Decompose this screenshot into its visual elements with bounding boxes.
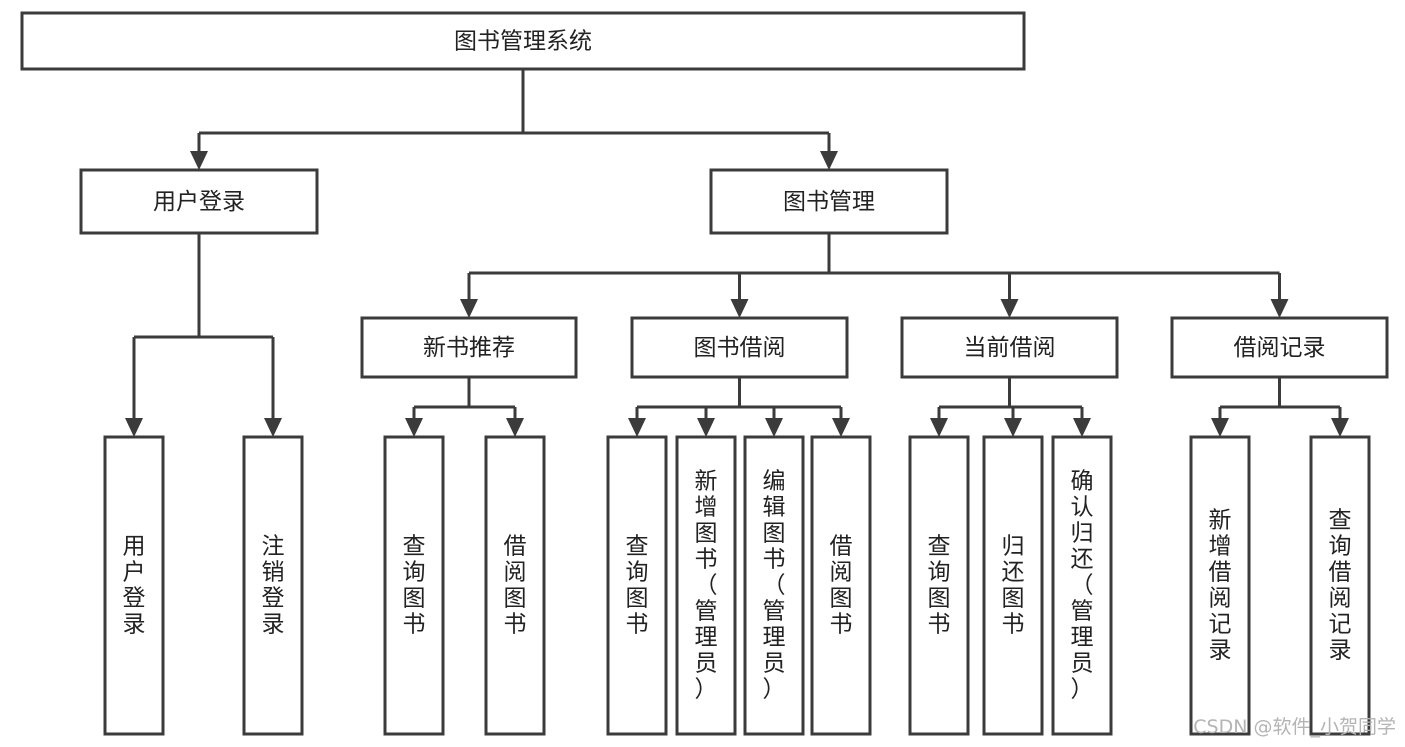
node-user-login[interactable]: 用户登录 bbox=[79, 168, 319, 235]
node-box-leaf-edit-book bbox=[743, 435, 805, 736]
node-box-leaf-query-book-2 bbox=[606, 435, 668, 736]
arrow-head-icon bbox=[125, 418, 143, 437]
arrow-head-icon bbox=[1000, 299, 1019, 318]
node-box-leaf-return-book bbox=[982, 435, 1044, 736]
node-label-borrow-record: 借阅记录 bbox=[1234, 335, 1326, 361]
node-label-user-login: 用户登录 bbox=[153, 189, 245, 215]
node-label-leaf-query-book-1: 查询图书 bbox=[403, 534, 426, 638]
node-root[interactable]: 图书管理系统 bbox=[20, 11, 1026, 71]
node-label-book-borrow: 图书借阅 bbox=[694, 335, 786, 361]
node-box-book-borrow bbox=[630, 316, 849, 379]
node-current-borrow[interactable]: 当前借阅 bbox=[900, 316, 1119, 379]
node-borrow-record[interactable]: 借阅记录 bbox=[1170, 316, 1389, 379]
arrow-head-icon bbox=[405, 418, 423, 437]
node-leaf-add-book[interactable]: 新增图书（管理员） bbox=[675, 435, 737, 736]
node-leaf-query-book-2[interactable]: 查询图书 bbox=[606, 435, 668, 736]
node-box-leaf-query-book-3 bbox=[908, 435, 970, 736]
node-book-borrow[interactable]: 图书借阅 bbox=[630, 316, 849, 379]
node-label-leaf-edit-book: 编辑图书（管理员） bbox=[763, 469, 786, 703]
node-box-leaf-add-book bbox=[675, 435, 737, 736]
node-box-root bbox=[20, 11, 1026, 71]
arrow-head-icon bbox=[460, 299, 478, 318]
arrow-head-icon bbox=[190, 151, 208, 170]
node-box-leaf-logout bbox=[242, 435, 304, 736]
node-box-leaf-confirm-return bbox=[1051, 435, 1113, 736]
node-box-user-login bbox=[79, 168, 319, 235]
node-label-leaf-user-login: 用户登录 bbox=[123, 534, 146, 638]
node-leaf-edit-book[interactable]: 编辑图书（管理员） bbox=[743, 435, 805, 736]
arrow-head-icon bbox=[1073, 418, 1091, 437]
node-box-current-borrow bbox=[900, 316, 1119, 379]
arrow-head-icon bbox=[1270, 299, 1289, 318]
node-label-leaf-query-book-3: 查询图书 bbox=[928, 534, 951, 638]
arrow-head-icon bbox=[628, 418, 646, 437]
diagram-nodes: 图书管理系统用户登录图书管理新书推荐图书借阅当前借阅借阅记录用户登录注销登录查询… bbox=[20, 11, 1389, 736]
node-leaf-add-record[interactable]: 新增借阅记录 bbox=[1189, 435, 1251, 736]
node-label-leaf-query-record: 查询借阅记录 bbox=[1329, 508, 1352, 664]
node-box-leaf-borrow-book-1 bbox=[484, 435, 546, 736]
node-leaf-user-login[interactable]: 用户登录 bbox=[103, 435, 165, 736]
node-book-management[interactable]: 图书管理 bbox=[709, 168, 949, 235]
node-label-new-book-recommend: 新书推荐 bbox=[423, 335, 515, 361]
connector-edges bbox=[125, 69, 1349, 437]
arrow-head-icon bbox=[730, 299, 749, 318]
arrow-head-icon bbox=[832, 418, 850, 437]
node-leaf-borrow-book-1[interactable]: 借阅图书 bbox=[484, 435, 546, 736]
arrow-head-icon bbox=[930, 418, 948, 437]
node-leaf-return-book[interactable]: 归还图书 bbox=[982, 435, 1044, 736]
node-label-book-management: 图书管理 bbox=[783, 189, 875, 215]
node-box-leaf-user-login bbox=[103, 435, 165, 736]
arrow-head-icon bbox=[1004, 418, 1022, 437]
node-label-current-borrow: 当前借阅 bbox=[964, 335, 1056, 361]
arrow-head-icon bbox=[506, 418, 524, 437]
node-label-leaf-add-book: 新增图书（管理员） bbox=[695, 469, 718, 703]
csdn-watermark: CSDN @软件_小贺同学 bbox=[1193, 716, 1396, 738]
node-box-leaf-add-record bbox=[1189, 435, 1251, 736]
node-leaf-borrow-book-2[interactable]: 借阅图书 bbox=[810, 435, 872, 736]
node-label-leaf-query-book-2: 查询图书 bbox=[626, 534, 649, 638]
node-leaf-query-book-3[interactable]: 查询图书 bbox=[908, 435, 970, 736]
node-leaf-query-book-1[interactable]: 查询图书 bbox=[383, 435, 445, 736]
node-label-leaf-add-record: 新增借阅记录 bbox=[1209, 508, 1232, 664]
node-box-book-management bbox=[709, 168, 949, 235]
node-new-book-recommend[interactable]: 新书推荐 bbox=[360, 316, 578, 379]
arrow-head-icon bbox=[765, 418, 783, 437]
node-leaf-query-record[interactable]: 查询借阅记录 bbox=[1309, 435, 1371, 736]
arrow-head-icon bbox=[264, 418, 282, 437]
node-label-leaf-borrow-book-2: 借阅图书 bbox=[830, 534, 853, 638]
node-leaf-logout[interactable]: 注销登录 bbox=[242, 435, 304, 736]
node-box-leaf-query-book-1 bbox=[383, 435, 445, 736]
node-box-new-book-recommend bbox=[360, 316, 578, 379]
arrow-head-icon bbox=[697, 418, 715, 437]
node-label-leaf-return-book: 归还图书 bbox=[1002, 534, 1025, 638]
node-label-leaf-confirm-return: 确认归还（管理员） bbox=[1071, 469, 1094, 703]
arrow-head-icon bbox=[1211, 418, 1229, 437]
node-box-leaf-borrow-book-2 bbox=[810, 435, 872, 736]
node-box-leaf-query-record bbox=[1309, 435, 1371, 736]
arrow-head-icon bbox=[1331, 418, 1349, 437]
node-label-root: 图书管理系统 bbox=[454, 29, 592, 55]
node-label-leaf-borrow-book-1: 借阅图书 bbox=[504, 534, 527, 638]
arrow-head-icon bbox=[820, 151, 838, 170]
node-label-leaf-logout: 注销登录 bbox=[262, 534, 285, 638]
node-leaf-confirm-return[interactable]: 确认归还（管理员） bbox=[1051, 435, 1113, 736]
node-box-borrow-record bbox=[1170, 316, 1389, 379]
